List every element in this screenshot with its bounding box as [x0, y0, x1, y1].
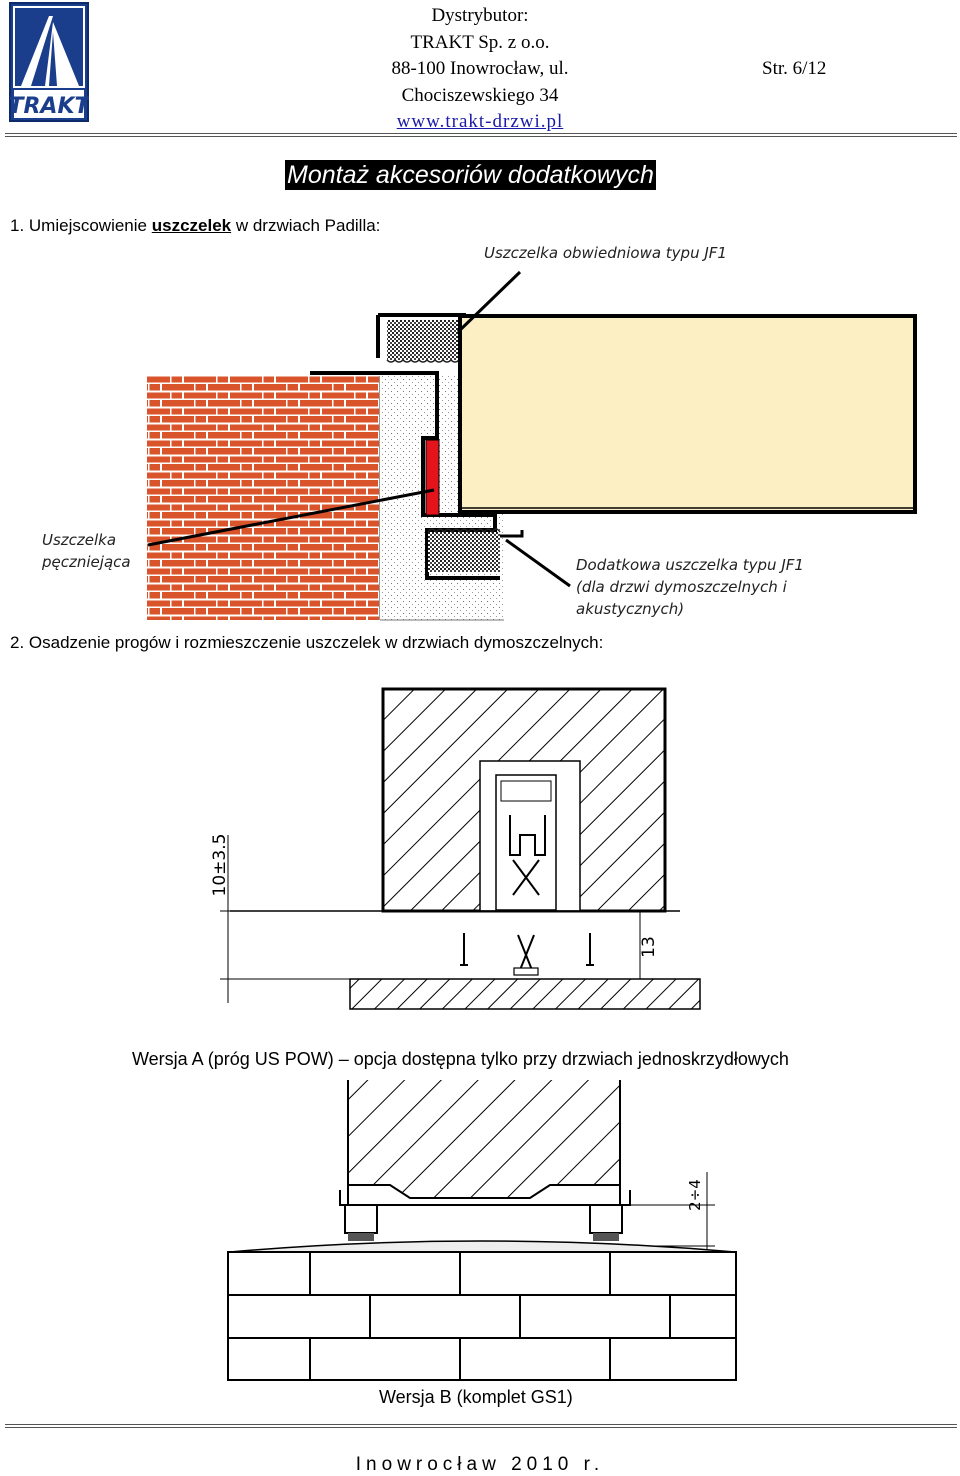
- swelling-seal: [425, 439, 440, 516]
- distributor-label: Dystrybutor:: [431, 5, 529, 26]
- section1-heading: 1. Umiejscowienie uszczelek w drzwiach P…: [10, 216, 380, 236]
- page-title: Montaż akcesoriów dodatkowych: [285, 160, 656, 190]
- logo-text: TRAKT: [9, 94, 89, 119]
- page-number: Str. 6/12: [762, 58, 827, 79]
- seal-jf1: [387, 320, 460, 360]
- tiled-floor: [227, 1251, 737, 1381]
- leader-jf1: [456, 270, 522, 334]
- address-street: Chociszewskiego 34: [401, 84, 559, 106]
- section1-suffix: w drzwiach Padilla:: [231, 216, 381, 235]
- leader-extra: [505, 538, 571, 588]
- section1-prefix: 1. Umiejscowienie: [10, 216, 152, 235]
- label-swelling-1: Uszczelka: [42, 531, 117, 549]
- company-name: TRAKT Sp. z o.o.: [410, 31, 550, 53]
- door-leaf-section-b: [347, 1080, 621, 1199]
- header-rule-2: [5, 136, 957, 137]
- dim-13: 13: [639, 936, 659, 958]
- dim-24: 2÷4: [686, 1179, 704, 1211]
- leader-swelling: [147, 488, 435, 547]
- seal-foot-right: [589, 1204, 623, 1234]
- footer-rule-2: [5, 1427, 957, 1428]
- gs1-profile: [339, 1190, 631, 1206]
- door-leaf: [458, 314, 917, 514]
- threshold-strip: [229, 1240, 736, 1253]
- seal-foot-left: [344, 1204, 378, 1234]
- threshold-drawing-b: 2÷4: [220, 1080, 750, 1385]
- footer-rule: [5, 1424, 957, 1425]
- caption-version-a: Wersja A (próg US POW) – opcja dostępna …: [132, 1049, 789, 1069]
- section1-keyword: uszczelek: [151, 216, 232, 235]
- label-extra-2: (dla drzwi dymoszczelnych i: [576, 578, 787, 596]
- brick-wall: [147, 376, 379, 620]
- caption-version-b: Wersja B (komplet GS1): [379, 1387, 573, 1407]
- label-extra-1: Dodatkowa uszczelka typu JF1: [576, 556, 804, 574]
- website-link[interactable]: www.trakt-drzwi.pl: [396, 111, 564, 132]
- floor-a: [349, 978, 701, 1010]
- seal-placement-drawing: [0, 240, 960, 625]
- address-city: 88-100 Inowrocław, ul.: [391, 58, 569, 79]
- door-frame: [310, 371, 500, 580]
- section2-heading: 2. Osadzenie progów i rozmieszczenie usz…: [10, 633, 604, 652]
- trakt-logo: TRAKT: [8, 2, 92, 122]
- header-rule: [5, 133, 957, 134]
- label-jf1: Uszczelka obwiedniowa typu JF1: [484, 244, 727, 262]
- footer-text: Inowrocław 2010 r.: [355, 1454, 605, 1475]
- label-extra-3: akustycznych): [576, 600, 685, 618]
- extra-seal: [428, 532, 500, 572]
- threshold-drawing-a: 10±3.5 13: [200, 685, 720, 1015]
- label-swelling-2: pęczniejąca: [42, 553, 131, 571]
- dim-gap: 10±3.5: [210, 834, 230, 897]
